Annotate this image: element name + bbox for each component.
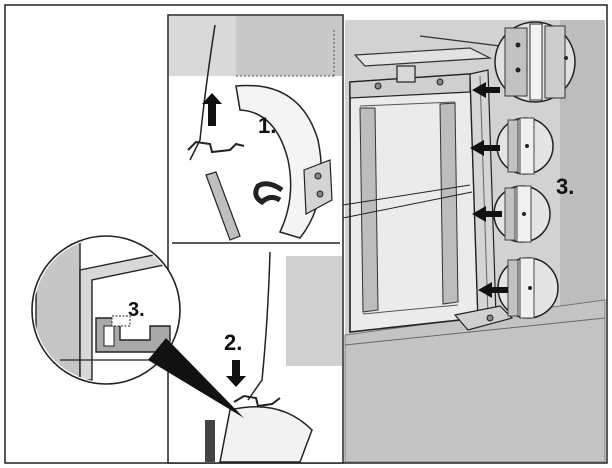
hinge-plate	[303, 159, 333, 215]
zoom-circle-middle-2	[493, 185, 551, 243]
lower-wall	[286, 256, 342, 366]
rail-line	[479, 75, 489, 317]
arrow-up-icon	[202, 93, 222, 126]
detail-panel: 1. 2.	[167, 14, 344, 464]
screw	[314, 172, 322, 180]
lower-clip	[233, 394, 281, 408]
lower-rail	[247, 251, 271, 401]
cabinet-top-rim	[353, 47, 493, 67]
door-inner-left	[359, 107, 379, 313]
door-edge	[205, 171, 241, 241]
hinge-cover	[235, 84, 323, 239]
callout-line	[342, 191, 473, 219]
top-hinge-block	[396, 65, 416, 83]
top-edge-line	[419, 35, 501, 47]
door-scene: 3.	[344, 20, 606, 463]
bolt	[436, 78, 444, 86]
lower-hinge-cover	[219, 406, 313, 463]
floor-line	[344, 317, 606, 346]
bottom-hinge	[453, 305, 514, 331]
step-1-label: 1.	[258, 113, 276, 138]
door-inner-top	[359, 101, 456, 107]
bolt	[486, 314, 494, 322]
step-3-label: 3.	[556, 174, 574, 199]
bolt	[374, 82, 382, 90]
arrow-left-icon	[478, 282, 508, 298]
hinge-hook	[253, 181, 284, 206]
magnifier-wedge	[148, 338, 244, 418]
callout-line	[342, 184, 471, 206]
step-2-label: 2.	[224, 330, 242, 355]
zoom-circle-middle-1	[496, 117, 554, 175]
zoom-circle-top	[494, 21, 576, 103]
clip-profile	[187, 140, 245, 154]
upper-wall-right	[236, 16, 342, 76]
step-3-zoom-label: 3.	[128, 299, 145, 321]
door-inner-bottom	[362, 304, 459, 315]
screw	[316, 190, 324, 198]
arrow-left-icon	[472, 82, 500, 98]
arrow-left-icon	[472, 206, 502, 222]
zoom-circle-clip: 3.	[31, 235, 181, 385]
arrow-left-icon	[470, 140, 500, 156]
rail-profile	[189, 24, 216, 161]
arrow-down-icon	[226, 360, 246, 387]
door-inner-right	[439, 102, 459, 305]
lower-door-strip	[205, 420, 215, 462]
